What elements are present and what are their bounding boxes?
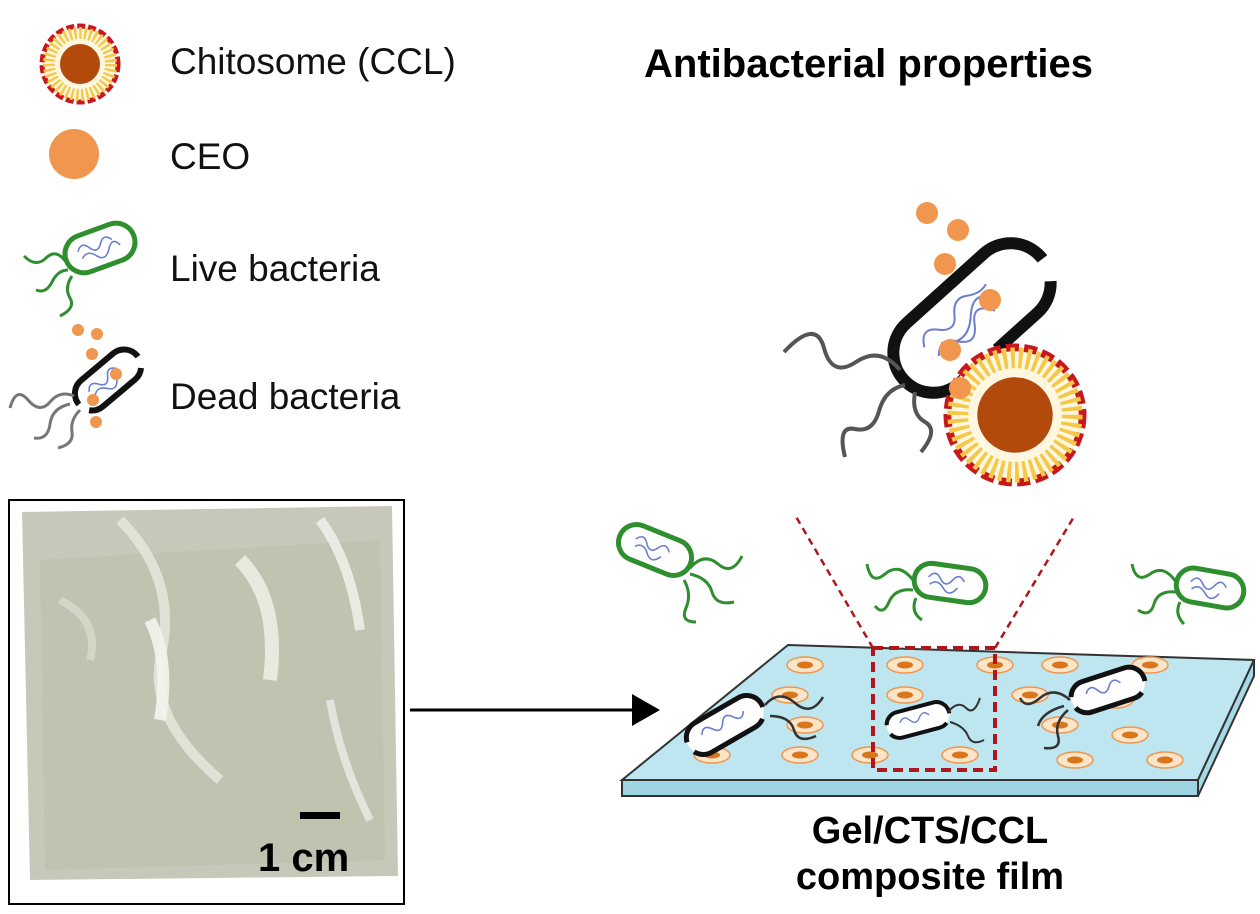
dead-bacteria-legend-icon (8, 324, 145, 450)
live-bacterium-middle (865, 560, 989, 622)
zoom-chitosome (947, 347, 1082, 482)
legend-dead-bacteria-label: Dead bacteria (170, 376, 401, 417)
figure-title: Antibacterial properties (644, 42, 1094, 86)
live-bacteria-legend-icon (22, 220, 138, 318)
scale-bar (300, 812, 340, 819)
film-photo (8, 499, 405, 905)
film-dead-bacteria (683, 664, 1148, 757)
film-caption-line1: Gel/CTS/CCL (811, 810, 1049, 852)
ceo-legend-icon (49, 129, 99, 179)
zoom-indicator (793, 514, 1077, 772)
film-caption-line2: composite film (795, 856, 1065, 898)
live-bacterium-right (1130, 563, 1247, 626)
live-bacterium-left (615, 522, 744, 624)
film-caption: Gel/CTS/CCL composite film (720, 808, 1140, 900)
arrow (410, 694, 660, 726)
chitosome-legend-icon (42, 26, 118, 102)
zoom-ceo-droplets (916, 202, 1001, 399)
legend-ceo-label: CEO (170, 136, 251, 177)
scale-bar-label: 1 cm (258, 836, 350, 880)
legend-chitosome-label: Chitosome (CCL) (170, 41, 456, 82)
legend-live-bacteria-label: Live bacteria (170, 248, 380, 289)
